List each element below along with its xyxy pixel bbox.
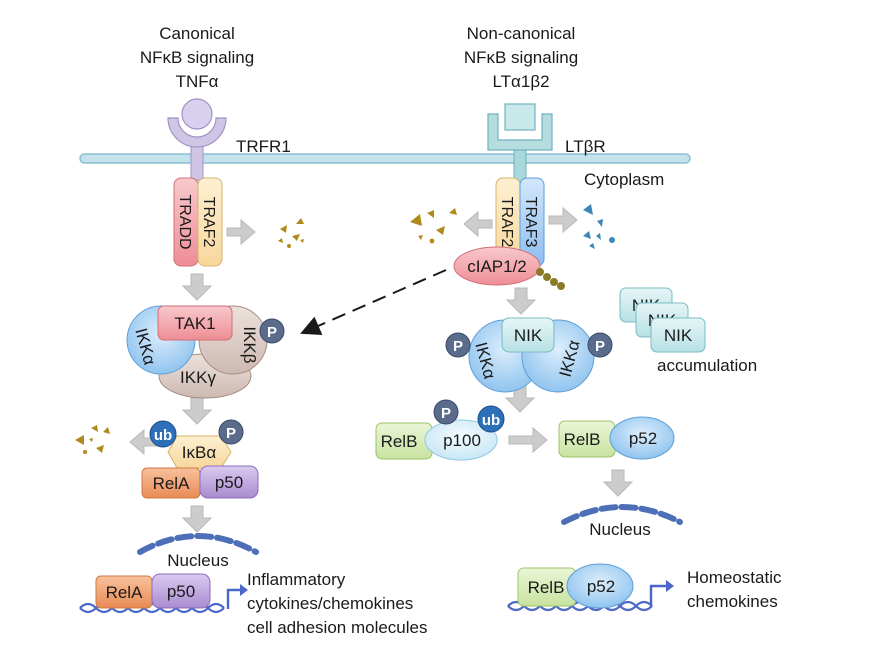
relb-protein-nucleus: RelB xyxy=(517,567,577,607)
transcription-arrow-noncanonical xyxy=(649,584,666,607)
ikba-protein: IκBα xyxy=(167,435,232,469)
traf2-protein-noncanonical: TRAF2 xyxy=(495,177,521,267)
svg-text:p52: p52 xyxy=(587,577,615,596)
svg-text:ub: ub xyxy=(154,427,172,444)
transcription-arrowhead-canonical xyxy=(240,584,248,596)
phospho-badge-p100: P xyxy=(433,399,459,425)
svg-text:TNFα: TNFα xyxy=(176,72,219,91)
svg-text:p50: p50 xyxy=(167,582,195,601)
svg-text:TRAF3: TRAF3 xyxy=(522,197,539,248)
svg-text:Canonical: Canonical xyxy=(159,24,235,43)
nucleus-membrane-noncanonical xyxy=(561,504,683,525)
cytoplasm-label: Cytoplasm xyxy=(584,170,664,189)
tak1-label: TAK1 xyxy=(174,314,215,333)
svg-text:cytokines/chemokines: cytokines/chemokines xyxy=(247,594,413,613)
tnf-receptor xyxy=(167,98,227,181)
relb-protein-p100: RelB xyxy=(375,422,433,460)
degradation-fragments-ikba xyxy=(75,425,110,454)
canonical-output-text: Inflammatory cytokines/chemokines cell a… xyxy=(247,570,428,637)
svg-text:p52: p52 xyxy=(629,429,657,448)
p100-protein: p100 xyxy=(424,419,498,461)
svg-text:NFκB signaling: NFκB signaling xyxy=(140,48,254,67)
ltbr-receptor xyxy=(487,103,553,183)
svg-text:NFκB signaling: NFκB signaling xyxy=(464,48,578,67)
svg-text:P: P xyxy=(441,405,451,422)
degradation-fragments-traf2 xyxy=(410,208,457,244)
svg-text:RelB: RelB xyxy=(381,432,418,451)
nik-accumulation-stack: NIK NIK NIK xyxy=(619,287,706,353)
traf2-protein-canonical: TRAF2 xyxy=(197,177,223,267)
svg-text:P: P xyxy=(267,324,277,341)
p52-protein-nucleus: p52 xyxy=(566,563,634,609)
svg-text:Inflammatory: Inflammatory xyxy=(247,570,346,589)
phospho-badge-ikba: P xyxy=(218,419,244,445)
ikk-complex xyxy=(126,305,268,399)
phospho-badge-ikka-left: P xyxy=(445,332,471,358)
receptor-label-ltbr: LTβR xyxy=(565,137,606,156)
noncanonical-title: Non-canonical NFκB signaling LTα1β2 xyxy=(464,24,578,91)
ikkb-label: IKKβ xyxy=(240,326,259,363)
ubiquitin-badge-p100: ub xyxy=(477,405,505,433)
svg-text:Homeostatic: Homeostatic xyxy=(687,568,782,587)
nik-label-dimer: NIK xyxy=(514,326,543,345)
rela-protein-cytoplasm: RelA xyxy=(141,467,201,499)
degradation-fragments-traf3 xyxy=(583,204,615,249)
transcription-arrow-canonical xyxy=(226,588,240,609)
svg-text:p100: p100 xyxy=(443,431,481,450)
phospho-badge-ikk: P xyxy=(259,318,285,344)
svg-text:P: P xyxy=(453,338,463,355)
receptor-label-trfr1: TRFR1 xyxy=(236,137,291,156)
svg-text:ub: ub xyxy=(482,412,500,429)
svg-text:cIAP1/2: cIAP1/2 xyxy=(467,257,527,276)
svg-text:RelA: RelA xyxy=(106,583,144,602)
svg-text:NIK: NIK xyxy=(664,326,693,345)
tradd-protein: TRADD xyxy=(173,177,199,267)
svg-text:TRADD: TRADD xyxy=(176,194,193,249)
svg-text:RelA: RelA xyxy=(153,474,191,493)
traf3-protein: TRAF3 xyxy=(519,177,545,267)
svg-text:IκBα: IκBα xyxy=(182,443,217,462)
plasma-membrane xyxy=(79,153,691,164)
svg-text:P: P xyxy=(226,425,236,442)
nucleus-membrane-canonical xyxy=(137,533,259,555)
canonical-title: Canonical NFκB signaling TNFα xyxy=(140,24,254,91)
ubiquitin-badge-ikba: ub xyxy=(149,420,177,448)
svg-text:TRAF2: TRAF2 xyxy=(200,197,217,248)
relb-protein-p52: RelB xyxy=(558,420,616,458)
dashed-inhibition-arrow xyxy=(300,269,447,335)
svg-text:cell adhesion molecules: cell adhesion molecules xyxy=(247,618,428,637)
ikka-dimer xyxy=(468,317,595,393)
nucleus-label-noncanonical: Nucleus xyxy=(589,520,650,539)
svg-text:Non-canonical: Non-canonical xyxy=(467,24,576,43)
svg-text:chemokines: chemokines xyxy=(687,592,778,611)
svg-text:P: P xyxy=(595,338,605,355)
svg-text:RelB: RelB xyxy=(528,578,565,597)
rela-protein-nucleus: RelA xyxy=(95,575,153,609)
nucleus-label-canonical: Nucleus xyxy=(167,551,228,570)
pathway-arrows xyxy=(129,206,634,533)
degradation-fragments-canonical xyxy=(278,218,304,248)
svg-text:p50: p50 xyxy=(215,473,243,492)
accumulation-label: accumulation xyxy=(657,356,757,375)
transcription-arrowhead-noncanonical xyxy=(666,580,674,592)
svg-text:LTα1β2: LTα1β2 xyxy=(492,72,549,91)
ubiquitin-chain xyxy=(536,268,565,290)
phospho-badge-ikka-right: P xyxy=(587,332,613,358)
svg-text:RelB: RelB xyxy=(564,430,601,449)
p50-protein-cytoplasm: p50 xyxy=(199,465,259,499)
svg-text:TRAF2: TRAF2 xyxy=(498,197,515,248)
ikkg-label: IKKγ xyxy=(180,368,216,387)
p52-protein: p52 xyxy=(609,416,675,460)
p50-protein-nucleus: p50 xyxy=(151,573,211,609)
noncanonical-output-text: Homeostatic chemokines xyxy=(687,568,782,611)
ciap-protein: cIAP1/2 xyxy=(453,246,541,286)
